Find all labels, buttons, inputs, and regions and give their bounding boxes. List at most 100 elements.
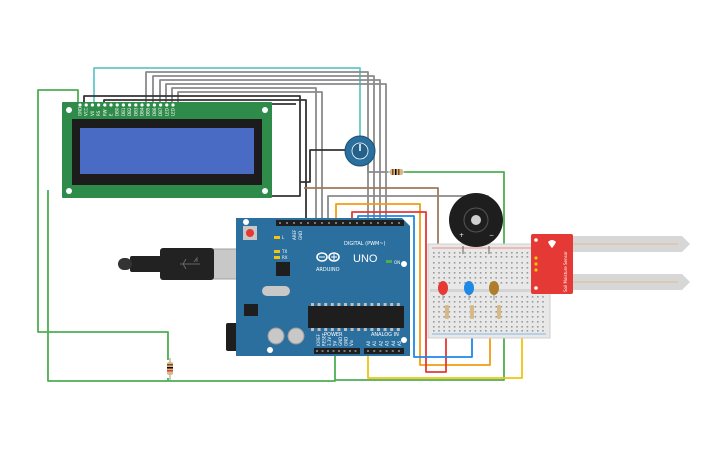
breadboard-hole[interactable] [500,326,503,328]
breadboard-hole[interactable] [490,252,492,254]
breadboard-hole[interactable] [479,272,482,274]
breadboard-hole[interactable] [505,282,508,284]
breadboard-hole[interactable] [448,272,451,274]
power-pin[interactable] [321,350,324,352]
breadboard-hole[interactable] [433,321,435,323]
breadboard-hole[interactable] [464,252,466,254]
breadboard-hole[interactable] [448,256,451,258]
breadboard-hole[interactable] [542,301,544,303]
breadboard-hole[interactable] [443,262,445,264]
breadboard-hole[interactable] [479,316,482,318]
wire-black-2[interactable] [103,99,307,225]
breadboard-hole[interactable] [469,330,471,332]
breadboard-hole[interactable] [453,326,456,328]
breadboard-hole[interactable] [453,262,456,264]
breadboard-hole[interactable] [516,277,518,279]
breadboard-hole[interactable] [474,326,477,328]
breadboard-hole[interactable] [443,330,445,332]
breadboard-hole[interactable] [438,311,440,313]
digital-pin[interactable] [328,222,330,224]
breadboard-hole[interactable] [479,330,482,332]
breadboard-hole[interactable] [531,326,534,328]
breadboard-hole[interactable] [438,282,440,284]
breadboard-hole[interactable] [453,301,456,303]
breadboard-hole[interactable] [448,262,451,264]
breadboard-hole[interactable] [505,326,508,328]
breadboard-hole[interactable] [459,256,461,258]
breadboard-hole[interactable] [500,311,503,313]
resistor-top[interactable] [386,169,406,175]
digital-pin[interactable] [377,222,379,224]
breadboard-hole[interactable] [474,330,477,332]
lcd-pin[interactable] [84,103,88,107]
breadboard-hole[interactable] [526,321,529,323]
breadboard-hole[interactable] [443,252,445,254]
breadboard-hole[interactable] [495,330,497,332]
breadboard-hole[interactable] [469,256,471,258]
breadboard-hole[interactable] [459,277,461,279]
breadboard-hole[interactable] [443,321,445,323]
power-pin[interactable] [332,350,335,352]
wire-black-1[interactable] [83,95,301,197]
breadboard-hole[interactable] [516,296,518,298]
breadboard-hole[interactable] [433,267,435,269]
breadboard-hole[interactable] [500,301,503,303]
breadboard-hole[interactable] [495,306,497,308]
breadboard-hole[interactable] [511,316,513,318]
breadboard-hole[interactable] [448,311,451,313]
breadboard-hole[interactable] [521,301,523,303]
breadboard-hole[interactable] [531,311,534,313]
breadboard-hole[interactable] [464,256,466,258]
breadboard-hole[interactable] [469,262,471,264]
breadboard-hole[interactable] [443,311,445,313]
breadboard-hole[interactable] [474,321,477,323]
breadboard-hole[interactable] [511,262,513,264]
breadboard-hole[interactable] [453,321,456,323]
breadboard-hole[interactable] [433,301,435,303]
breadboard-hole[interactable] [495,267,497,269]
breadboard-hole[interactable] [490,262,492,264]
breadboard-hole[interactable] [485,306,487,308]
breadboard-hole[interactable] [495,321,497,323]
lcd-pin[interactable] [78,103,82,107]
breadboard-hole[interactable] [542,316,544,318]
breadboard-hole[interactable] [516,306,518,308]
lcd-pin[interactable] [140,103,144,107]
breadboard-hole[interactable] [531,306,534,308]
lcd-pin[interactable] [171,103,175,107]
breadboard-hole[interactable] [516,272,518,274]
breadboard-hole[interactable] [448,301,451,303]
breadboard-hole[interactable] [448,252,451,254]
breadboard-hole[interactable] [479,277,482,279]
power-pin[interactable] [343,350,346,352]
breadboard-hole[interactable] [459,282,461,284]
breadboard-hole[interactable] [479,262,482,264]
breadboard-hole[interactable] [453,330,456,332]
breadboard-hole[interactable] [505,330,508,332]
power-pin[interactable] [338,350,340,352]
breadboard-hole[interactable] [485,301,487,303]
breadboard-hole[interactable] [511,282,513,284]
breadboard-hole[interactable] [505,256,508,258]
led-orange[interactable] [489,281,499,300]
breadboard-hole[interactable] [469,301,471,303]
digital-pin[interactable] [356,222,358,224]
breadboard-hole[interactable] [495,296,497,298]
breadboard-hole[interactable] [485,296,487,298]
breadboard-hole[interactable] [469,277,471,279]
breadboard-hole[interactable] [495,272,497,274]
breadboard-hole[interactable] [521,296,523,298]
breadboard-hole[interactable] [542,296,544,298]
breadboard-hole[interactable] [516,326,518,328]
breadboard-hole[interactable] [511,321,513,323]
lcd-pin[interactable] [103,103,107,107]
breadboard-hole[interactable] [469,321,471,323]
breadboard-hole[interactable] [537,316,539,318]
breadboard-hole[interactable] [433,326,435,328]
breadboard-hole[interactable] [526,256,529,258]
breadboard-hole[interactable] [511,252,513,254]
breadboard-hole[interactable] [511,267,513,269]
digital-pin[interactable] [370,222,372,224]
breadboard-hole[interactable] [521,326,523,328]
breadboard-hole[interactable] [453,256,456,258]
